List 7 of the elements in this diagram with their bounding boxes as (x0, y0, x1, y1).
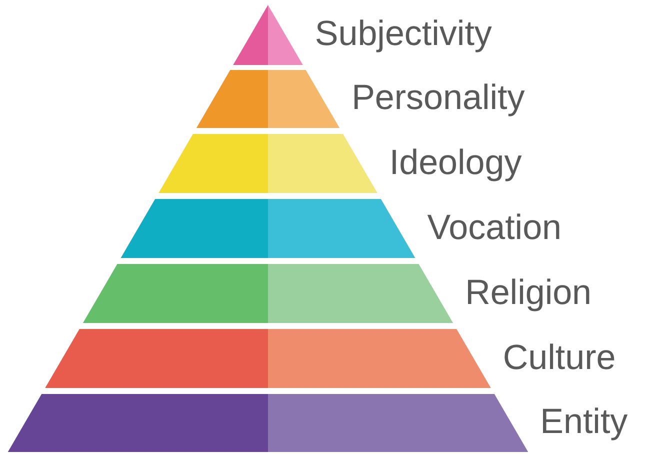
layer-label: Ideology (389, 144, 522, 180)
layer-label: Entity (540, 404, 628, 439)
layer-label: Culture (502, 340, 616, 374)
layer-label: Vocation (427, 210, 562, 244)
layer-label: Religion (465, 274, 592, 310)
layer-label: Personality (352, 80, 525, 115)
layer-label: Subjectivity (314, 16, 492, 51)
